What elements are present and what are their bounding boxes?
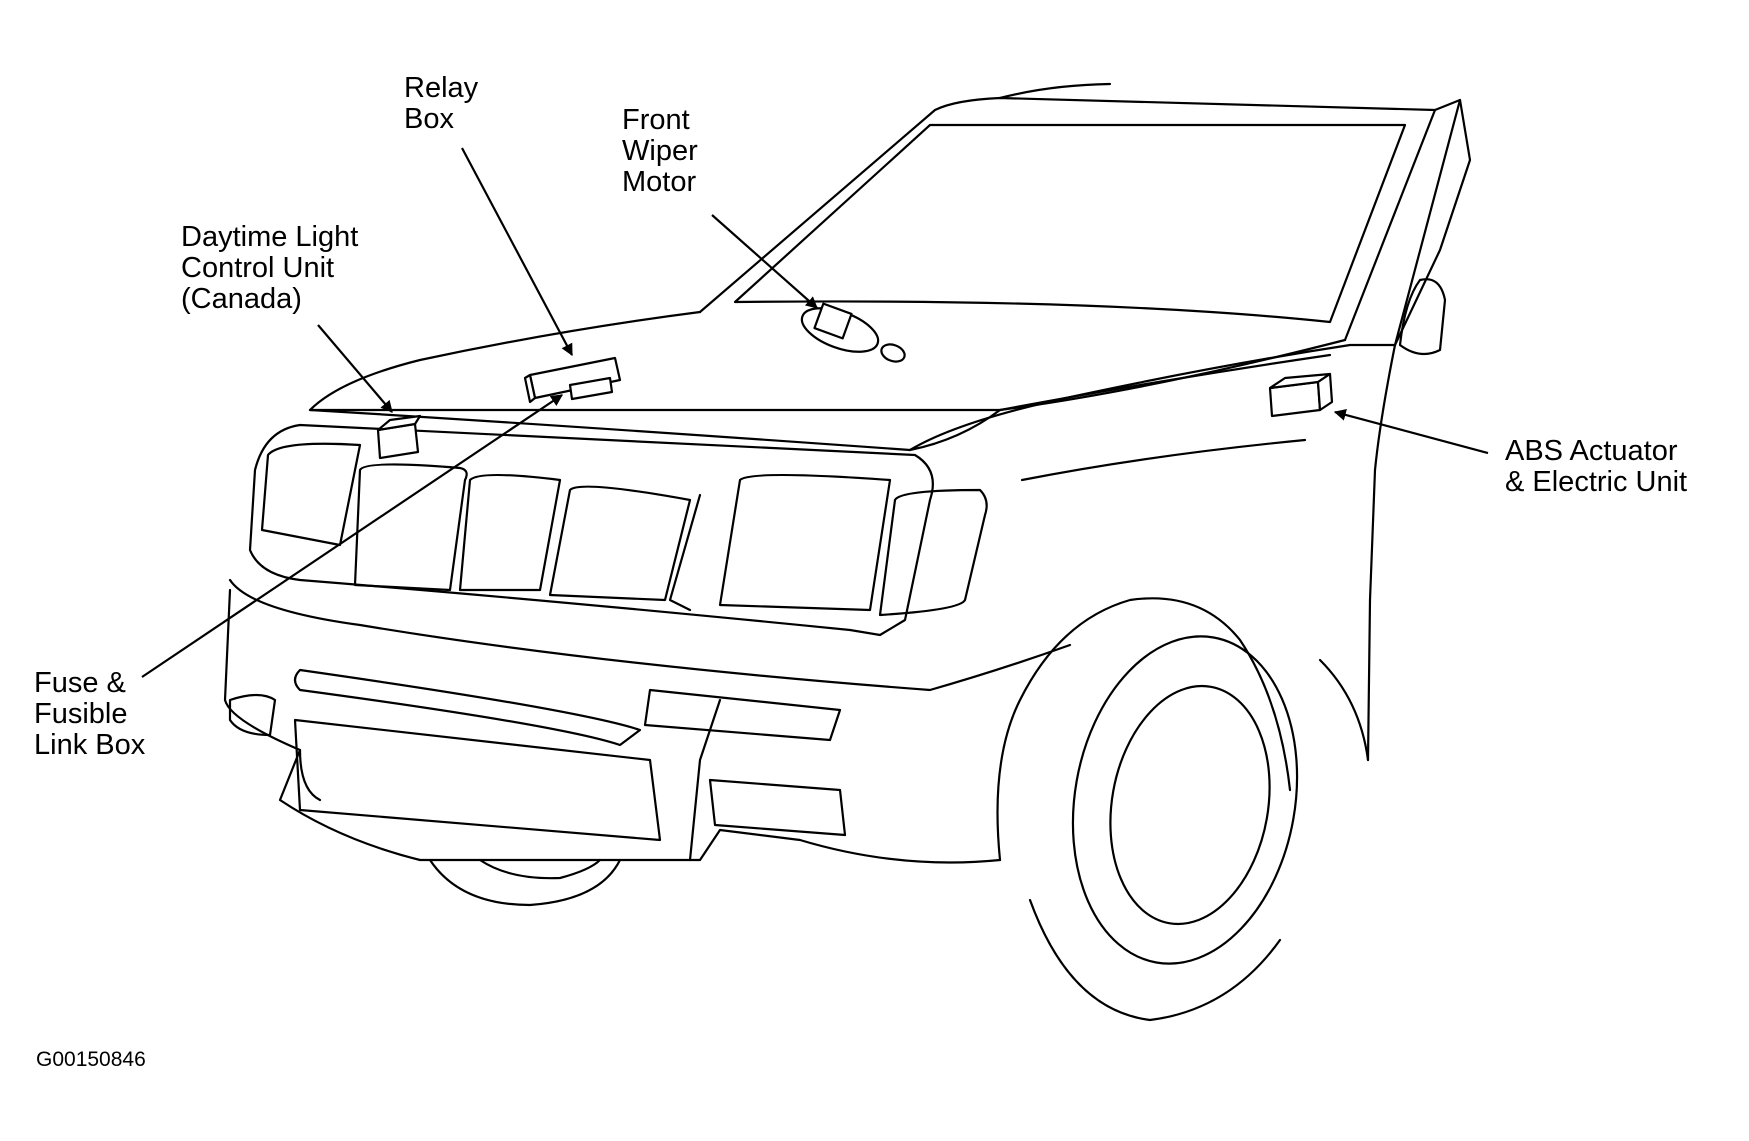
windshield-outer (700, 98, 1435, 340)
grille-opening-4 (720, 475, 890, 610)
relay-box-component (525, 358, 620, 402)
left-wheel-inner (480, 860, 600, 878)
fender-bottom (1320, 660, 1368, 760)
relay-box-leader (462, 148, 572, 357)
wiper-motor-leader (712, 215, 818, 308)
right-rim (1092, 673, 1287, 936)
grille-opening-3 (550, 487, 690, 600)
fog-lamp-right (710, 780, 845, 835)
daytime-light-control-unit-component (378, 416, 420, 458)
hood-crease (1000, 355, 1330, 410)
grille-opening-2 (460, 475, 560, 590)
bumper-lower-edge (300, 750, 320, 800)
grille-opening-1 (355, 464, 467, 590)
fuse-link-box-leader (142, 395, 563, 677)
front-wiper-motor-label: Front Wiper Motor (622, 104, 698, 198)
fender-line (1022, 440, 1305, 480)
fender-top (910, 345, 1395, 760)
roof-line (1000, 84, 1110, 98)
left-wheel (430, 860, 620, 905)
fuse-fusible-link-box-label: Fuse & Fusible Link Box (34, 667, 146, 761)
relay-box-label: Relay Box (404, 72, 479, 135)
right-wheel-arch (998, 598, 1291, 860)
abs-actuator-label: ABS Actuator & Electric Unit (1505, 435, 1688, 498)
grille-surround (250, 425, 933, 635)
left-headlamp (262, 444, 360, 545)
mirror (1400, 279, 1445, 354)
lower-skid (690, 700, 720, 860)
grille-bar (670, 495, 700, 610)
abs-actuator-leader (1333, 408, 1488, 453)
bumper-slot (295, 670, 640, 745)
bumper-top (230, 580, 1070, 690)
bumper-rect (645, 690, 840, 740)
bumper-face (225, 590, 1000, 863)
bumper-vent (295, 720, 660, 840)
figure-code: G00150846 (36, 1048, 146, 1071)
wiper-motor-component (796, 299, 907, 364)
right-headlamp (880, 490, 987, 615)
right-tire (1048, 618, 1322, 981)
abs-actuator-component (1270, 374, 1332, 416)
side-window (1395, 100, 1470, 345)
tire-bottom (1030, 900, 1280, 1020)
fog-lamp-left (230, 695, 275, 735)
hood-front-edge (310, 410, 1000, 450)
fuse-link-box-component (570, 378, 612, 399)
windshield-inner (735, 125, 1405, 322)
daytime-light-leader (318, 325, 392, 413)
daytime-light-control-unit-label: Daytime Light Control Unit (Canada) (181, 221, 359, 315)
